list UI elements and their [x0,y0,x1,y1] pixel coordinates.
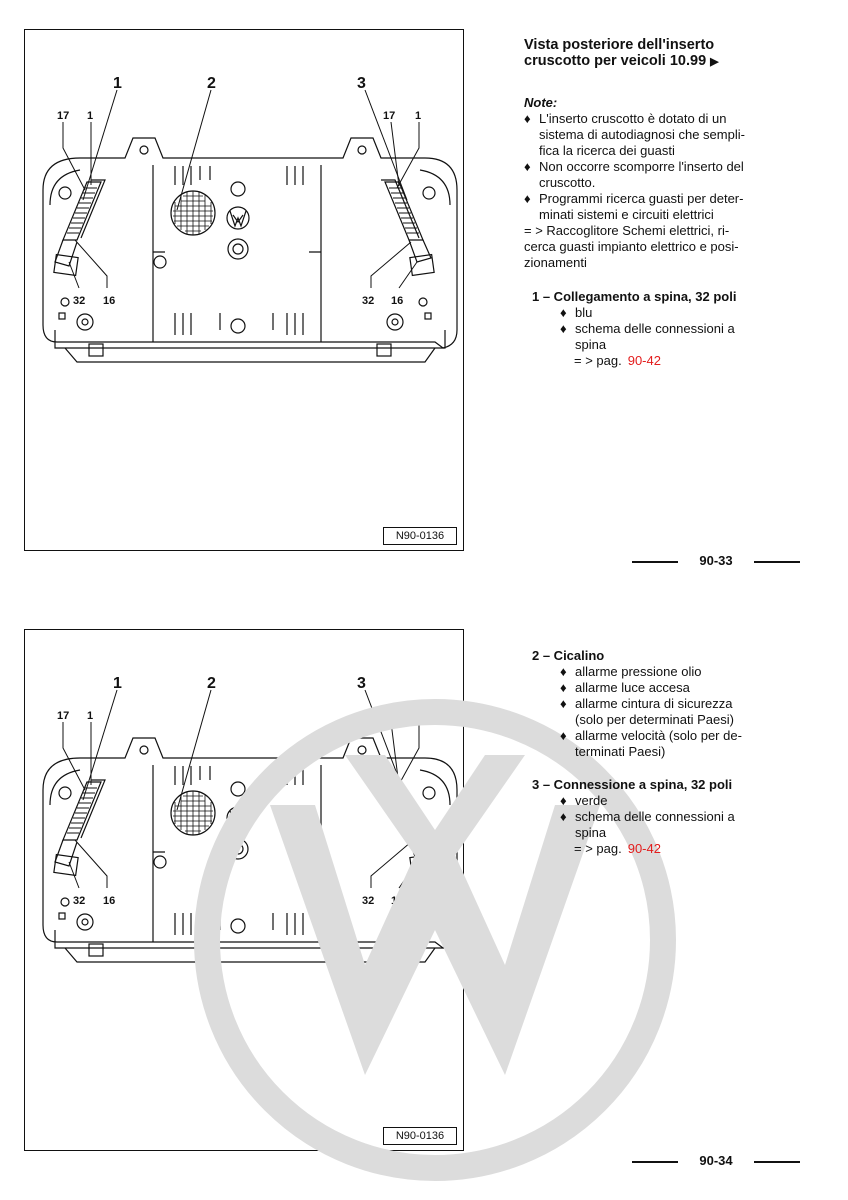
note-line: L'inserto cruscotto è dotato di un [539,111,727,126]
diamond-bullet-icon: ♦ [560,728,567,743]
item-3-schema-line: schema delle connessioni a [575,809,735,824]
item-2-line: (solo per determinati Paesi) [575,712,734,727]
page-number: 90-34 [699,1153,733,1168]
pin-label-right-16: 16 [391,295,403,307]
note-line: cruscotto. [539,175,596,190]
note-line: Non occorre scomporre l'inserto del [539,159,744,174]
item-1-schema-line: schema delle connessioni a [575,321,735,336]
item-1-detail: ♦ blu [560,305,792,321]
item-3-page-ref: = > pag. 90-42 [574,841,792,857]
reference-line: = > Raccoglitore Schemi elettrici, ri- [524,223,730,238]
figure-id-label: N90-0136 [383,527,457,545]
pin-label-left-16: 16 [103,295,115,307]
page-number-bottom: 90-34 [632,1153,800,1169]
item-1-color: blu [575,305,593,320]
note-line: fica la ricerca dei guasti [539,143,675,158]
callout-1: 1 [113,675,122,692]
item-1-schema-line: spina [575,337,607,352]
figure-top: 1 2 3 17 1 17 1 32 16 32 16 N90-0136 [24,29,464,551]
item-2-line: terminati Paesi) [575,744,666,759]
diamond-bullet-icon: ♦ [560,305,567,320]
instrument-cluster-diagram: 1 2 3 17 1 17 1 32 16 32 16 [42,675,458,963]
pin-label-right-32: 32 [362,895,374,907]
note-line: Programmi ricerca guasti per deter- [539,191,744,206]
diamond-bullet-icon: ♦ [524,191,531,206]
pin-label-left-17: 17 [57,710,69,722]
page-ref-link[interactable]: 90-42 [627,841,661,856]
pin-label-left-32: 32 [73,295,85,307]
pin-label-left-32: 32 [73,895,85,907]
note-item: ♦ Non occorre scomporre l'inserto del cr… [524,159,784,191]
note-item: ♦ Programmi ricerca guasti per deter- mi… [524,191,784,223]
item-2-heading: 2 – Cicalino [532,648,605,663]
page-title-line-2: cruscotto per veicoli 10.99 [524,53,707,69]
item-2-line: allarme cintura di sicurezza [575,696,733,711]
figure-id-label: N90-0136 [383,1127,457,1145]
item-2-line: allarme pressione olio [575,664,702,679]
notes-heading: Note: [524,95,558,110]
pin-label-right-1: 1 [415,110,421,122]
item-3: 3 – Connessione a spina, 32 poli ♦ verde… [532,777,792,857]
figure-bottom: 1 2 3 17 1 17 1 32 16 32 16 N90-0136 [24,629,464,1151]
item-2-detail: ♦ allarme luce accesa [560,680,792,696]
callout-1: 1 [113,75,122,92]
item-3-color: verde [575,793,608,808]
page-ref-text: = > pag. [574,353,622,368]
notes-section: Note: ♦ L'inserto cruscotto è dotato di … [524,95,784,271]
pin-label-right-1: 1 [415,710,421,722]
note-line: minati sistemi e circuiti elettrici [539,207,714,222]
page-number-top: 90-33 [632,553,800,569]
pin-label-right-16: 16 [391,895,403,907]
diamond-bullet-icon: ♦ [560,321,567,336]
item-2-detail: ♦ allarme pressione olio [560,664,792,680]
item-2: 2 – Cicalino ♦ allarme pressione olio ♦ … [532,648,792,760]
item-3-detail: ♦ verde [560,793,792,809]
reference-line: zionamenti [524,255,587,270]
pin-label-left-17: 17 [57,110,69,122]
item-1-detail: ♦ schema delle connessioni a spina [560,321,792,353]
diamond-bullet-icon: ♦ [560,696,567,711]
note-item: ♦ L'inserto cruscotto è dotato di un sis… [524,111,784,159]
pin-label-right-17: 17 [383,110,395,122]
pin-label-right-32: 32 [362,295,374,307]
item-1-page-ref: = > pag. 90-42 [574,353,792,369]
item-1: 1 – Collegamento a spina, 32 poli ♦ blu … [532,289,792,369]
item-3-schema-line: spina [575,825,607,840]
item-2-line: allarme luce accesa [575,680,690,695]
diamond-bullet-icon: ♦ [560,680,567,695]
diamond-bullet-icon: ♦ [560,664,567,679]
pin-label-left-1: 1 [87,110,93,122]
reference-line: cerca guasti impianto elettrico e posi- [524,239,739,254]
callout-3: 3 [357,75,366,92]
page-ref-text: = > pag. [574,841,622,856]
pin-label-left-16: 16 [103,895,115,907]
item-2-line: allarme velocità (solo per de- [575,728,742,743]
item-1-heading: 1 – Collegamento a spina, 32 poli [532,289,737,304]
page-number: 90-33 [699,553,733,568]
item-2-detail: ♦ allarme velocità (solo per de- termina… [560,728,792,760]
note-line: sistema di autodiagnosi che sempli- [539,127,745,142]
page-ref-link[interactable]: 90-42 [627,353,661,368]
diamond-bullet-icon: ♦ [560,793,567,808]
diamond-bullet-icon: ♦ [524,159,531,174]
page-title-line-1: Vista posteriore dell'inserto [524,37,715,53]
pin-label-right-17: 17 [383,710,395,722]
item-3-heading: 3 – Connessione a spina, 32 poli [532,777,733,792]
item-3-detail: ♦ schema delle connessioni a spina [560,809,792,841]
callout-2: 2 [207,75,216,92]
diamond-bullet-icon: ♦ [524,111,531,126]
callout-2: 2 [207,675,216,692]
pin-label-left-1: 1 [87,710,93,722]
callout-3: 3 [357,675,366,692]
page-title: Vista posteriore dell'inserto cruscotto … [524,37,824,70]
instrument-cluster-diagram: 1 2 3 17 1 17 1 32 16 32 16 [42,75,458,363]
item-2-detail: ♦ allarme cintura di sicurezza (solo per… [560,696,792,728]
arrow-right-icon: ▶ [710,56,719,68]
diamond-bullet-icon: ♦ [560,809,567,824]
